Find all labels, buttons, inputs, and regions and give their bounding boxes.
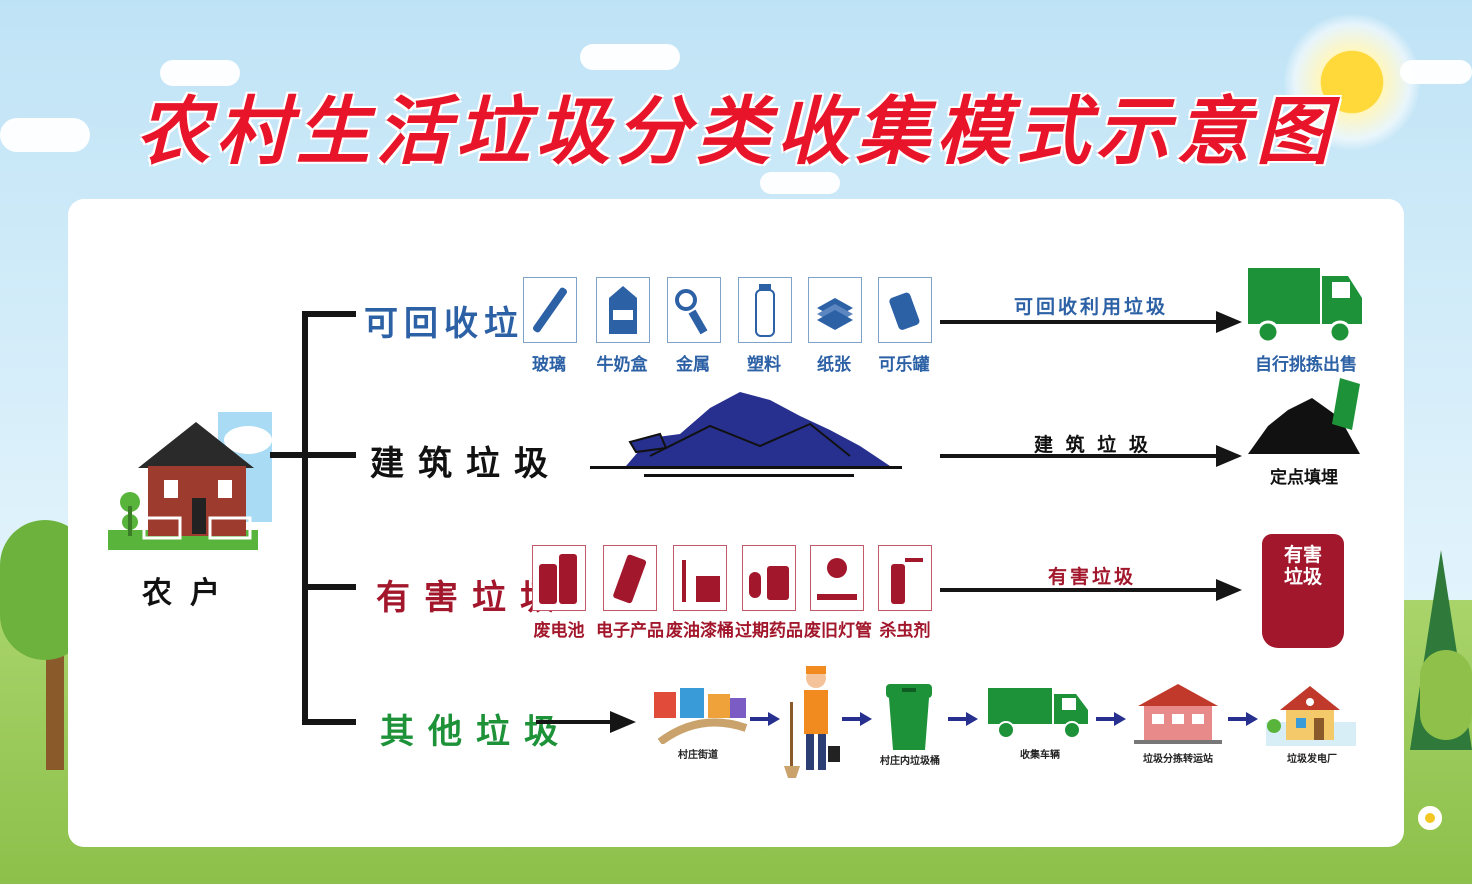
cloud-icon (0, 118, 90, 152)
arrow-right-icon (940, 579, 1242, 601)
hazardous-item-label: 废电池 (533, 621, 585, 641)
trash-bin-icon (886, 684, 932, 750)
hazardous-bin-label: 有害垃圾 (1284, 544, 1323, 588)
cloud-icon (160, 60, 240, 86)
phone-icon (603, 545, 657, 611)
hazardous-item-label: 过期药品 (735, 621, 803, 641)
other-step-label: 垃圾发电厂 (1287, 754, 1337, 765)
collection-truck-icon (988, 688, 1088, 739)
other-step-label: 收集车辆 (1020, 750, 1060, 761)
small-arrow-icon (948, 712, 978, 726)
other-step-label: 村庄内垃圾桶 (880, 756, 940, 767)
bracket-vertical (302, 311, 308, 725)
other-step-label: 垃圾分拣转运站 (1143, 754, 1213, 765)
can-icon (878, 277, 932, 343)
farmhouse-icon (108, 412, 272, 550)
bracket-to-source (270, 452, 306, 458)
power-plant-icon (1266, 686, 1356, 746)
small-arrow-icon (1096, 712, 1126, 726)
sun-icon (1284, 14, 1420, 150)
lamp-icon (810, 545, 864, 611)
medicine-icon (742, 545, 796, 611)
branch-line-hazardous (302, 584, 356, 590)
truck-icon (1248, 268, 1362, 344)
small-arrow-icon (750, 712, 780, 726)
category-label-other: 其他垃圾 (380, 712, 572, 752)
milk-carton-icon (596, 277, 650, 343)
category-label-construction: 建筑垃圾 (370, 444, 562, 484)
hazardous-bin-icon (1262, 534, 1344, 648)
arrow-right-icon (940, 311, 1242, 333)
arrow-right-icon (536, 711, 636, 733)
recyclable-item-label: 牛奶盒 (596, 355, 648, 375)
arrow-right-icon (940, 445, 1242, 467)
branch-line-other (302, 719, 356, 725)
flow-label-hazardous: 有害垃圾 (1048, 566, 1137, 588)
other-step-label: 村庄街道 (678, 750, 718, 761)
branch-line-construction (302, 452, 356, 458)
branch-line-recyclable (302, 311, 356, 317)
battery-icon (532, 545, 586, 611)
recyclable-item-label: 纸张 (817, 355, 851, 375)
tree-crown (1420, 650, 1472, 740)
category-label-hazardous: 有害垃圾 (376, 578, 568, 618)
hazardous-item-label: 杀虫剂 (879, 621, 931, 641)
rubble-pile-icon (590, 392, 902, 477)
transfer-station-icon (1134, 684, 1222, 744)
recyclable-item-label: 可乐罐 (878, 355, 930, 375)
street-cleaner-icon (784, 666, 840, 778)
recyclable-item-label: 金属 (676, 355, 710, 375)
source-label: 农户 (142, 576, 238, 611)
plastic-bottle-icon (738, 277, 792, 343)
cloud-icon (760, 172, 840, 194)
cloud-icon (1400, 60, 1472, 84)
hazardous-item-label: 废旧灯管 (804, 621, 872, 641)
small-arrow-icon (1228, 712, 1258, 726)
bottle-icon (523, 277, 577, 343)
metal-icon (667, 277, 721, 343)
landfill-icon (1248, 378, 1360, 454)
paper-icon (808, 277, 862, 343)
paint-bucket-icon (673, 545, 727, 611)
flower-icon (1418, 806, 1442, 830)
recyclable-item-label: 塑料 (747, 355, 781, 375)
spray-icon (878, 545, 932, 611)
destination-recyclable: 自行挑拣出售 (1255, 355, 1357, 375)
cloud-icon (580, 44, 680, 70)
hazardous-item-label: 电子产品 (596, 621, 664, 641)
hazardous-item-label: 废油漆桶 (666, 621, 734, 641)
small-arrow-icon (842, 712, 872, 726)
flow-label-recyclable: 可回收利用垃圾 (1014, 296, 1169, 318)
flow-label-construction: 建 筑 垃 圾 (1034, 434, 1151, 456)
recyclable-item-label: 玻璃 (532, 355, 566, 375)
page-title: 农村生活垃圾分类收集模式示意图 (136, 89, 1336, 175)
destination-construction: 定点填埋 (1270, 468, 1338, 488)
village-street-icon (654, 688, 748, 744)
